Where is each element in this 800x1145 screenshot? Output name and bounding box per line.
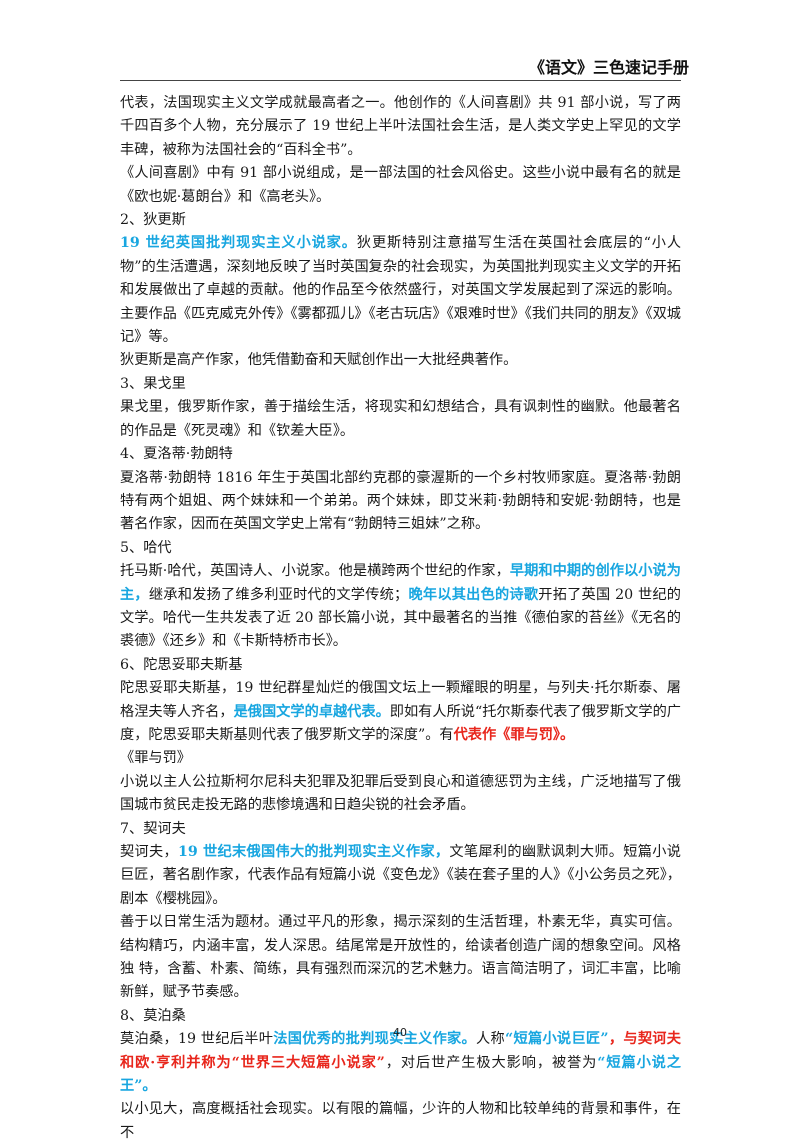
text-run: 即如有人所说“托尔斯泰代表了俄罗斯文学的广度，陀思妥耶夫斯基则代表了俄罗斯文学的… <box>120 703 681 743</box>
text-run: 狄更斯是高产作家，他凭借勤奋和天赋创作出一大批经典著作。 <box>120 352 518 369</box>
paragraph: 代表，法国现实主义文学成就最高者之一。他创作的《人间喜剧》共 91 部小说，写了… <box>120 92 681 162</box>
text-run: 果戈里，俄罗斯作家，善于描绘生活，将现实和幻想结合，具有讽刺性的幽默。他最著名的… <box>120 399 681 439</box>
paragraph: 小说以主人公拉斯柯尔尼科夫犯罪及犯罪后受到良心和道德惩罚为主线，广泛地描写了俄国… <box>120 771 681 818</box>
highlight-blue: 晚年以其出色的诗歌 <box>408 586 539 603</box>
header-divider <box>120 80 681 81</box>
paragraph: 5、哈代 <box>120 537 681 560</box>
paragraph: 19 世纪英国批判现实主义小说家。狄更斯特别注意描写生活在英国社会底层的“小人物… <box>120 232 681 349</box>
paragraph: 《罪与罚》 <box>120 747 681 770</box>
text-run: 莫泊桑，19 世纪后半叶 <box>120 1031 274 1048</box>
paragraph: 《人间喜剧》中有 91 部小说组成，是一部法国的社会风俗史。这些小说中最有名的就… <box>120 162 681 209</box>
text-run: 8、莫泊桑 <box>120 1007 186 1024</box>
paragraph: 2、狄更斯 <box>120 209 681 232</box>
text-run: 继承和发扬了维多利亚时代的文学传统； <box>148 586 409 603</box>
text-run: 以小见大，高度概括社会现实。以有限的篇幅，少许的人物和比较单纯的背景和事件，在不 <box>120 1101 681 1141</box>
highlight-red: ，与契诃夫和欧·亨利并称为“世界三大短篇小说家” <box>120 1031 681 1071</box>
paragraph: 莫泊桑，19 世纪后半叶法国优秀的批判现实主义作家。人称“短篇小说巨匠”，与契诃… <box>120 1028 681 1098</box>
paragraph: 善于以日常生活为题材。通过平凡的形象，揭示深刻的生活哲理，朴素无华，真实可信。结… <box>120 911 681 1005</box>
page-body: 代表，法国现实主义文学成就最高者之一。他创作的《人间喜剧》共 91 部小说，写了… <box>120 92 681 1145</box>
highlight-blue: 是俄国文学的卓越代表。 <box>233 703 390 720</box>
text-run: 善于以日常生活为题材。通过平凡的形象，揭示深刻的生活哲理，朴素无华，真实可信。结… <box>120 914 681 1001</box>
text-run: 陀思妥耶夫斯基，19 世纪群星灿烂的俄国文坛上一颗耀眼的明星，与列夫·托尔斯泰、… <box>120 680 681 720</box>
highlight-blue: “短篇小说巨匠” <box>505 1031 609 1048</box>
highlight-blue: 19 世纪英国批判现实主义小说家。 <box>120 235 357 252</box>
paragraph: 3、果戈里 <box>120 373 681 396</box>
paragraph: 托马斯·哈代，英国诗人、小说家。他是横跨两个世纪的作家，早期和中期的创作以小说为… <box>120 560 681 654</box>
text-run: 3、果戈里 <box>120 375 186 392</box>
text-run: 托马斯·哈代，英国诗人、小说家。他是横跨两个世纪的作家， <box>120 563 510 580</box>
paragraph: 以小见大，高度概括社会现实。以有限的篇幅，少许的人物和比较单纯的背景和事件，在不 <box>120 1098 681 1145</box>
paragraph: 陀思妥耶夫斯基，19 世纪群星灿烂的俄国文坛上一颗耀眼的明星，与列夫·托尔斯泰、… <box>120 677 681 747</box>
header-title: 《语文》三色速记手册 <box>528 58 689 77</box>
text-run: 人称 <box>476 1031 506 1048</box>
highlight-blue: 19 世纪末俄国伟大的批判现实主义作家， <box>177 844 450 860</box>
paragraph: 8、莫泊桑 <box>120 1005 681 1028</box>
text-run: 《罪与罚》 <box>120 750 191 767</box>
highlight-blue: “短篇小说之王”。 <box>120 1054 681 1095</box>
text-run: ，对后世产生极大影响，被誉为 <box>384 1054 598 1071</box>
text-run: 2、狄更斯 <box>120 212 186 229</box>
highlight-blue: 法国优秀的批判现实主义作家。 <box>273 1031 477 1048</box>
paragraph: 7、契诃夫 <box>120 818 681 841</box>
text-run: 《人间喜剧》中有 91 部小说组成，是一部法国的社会风俗史。这些小说中最有名的就… <box>120 165 681 205</box>
text-run: 夏洛蒂·勃朗特 1816 年生于英国北部约克郡的豪渥斯的一个乡村牧师家庭。夏洛蒂… <box>120 469 681 533</box>
paragraph: 契诃夫，19 世纪末俄国伟大的批判现实主义作家，文笔犀利的幽默讽刺大师。短篇小说… <box>120 841 681 911</box>
highlight-red: 代表作《罪与罚》。 <box>453 726 575 743</box>
paragraph: 6、陀思妥耶夫斯基 <box>120 654 681 677</box>
paragraph: 果戈里，俄罗斯作家，善于描绘生活，将现实和幻想结合，具有讽刺性的幽默。他最著名的… <box>120 396 681 443</box>
text-run: 狄更斯特别注意描写生活在英国社会底层的“小人物”的生活遭遇，深刻地反映了当时英国… <box>120 235 682 346</box>
paragraph: 夏洛蒂·勃朗特 1816 年生于英国北部约克郡的豪渥斯的一个乡村牧师家庭。夏洛蒂… <box>120 467 681 537</box>
text-run: 代表，法国现实主义文学成就最高者之一。他创作的《人间喜剧》共 91 部小说，写了… <box>120 95 681 158</box>
paragraph: 4、夏洛蒂·勃朗特 <box>120 443 681 466</box>
page-number: 40 <box>393 1026 407 1039</box>
paragraph: 狄更斯是高产作家，他凭借勤奋和天赋创作出一大批经典著作。 <box>120 349 681 372</box>
text-run: 5、哈代 <box>120 539 172 556</box>
text-run: 开拓了英国 20 世纪的文学。哈代一生共发表了近 20 部长篇小说，其中最著名的… <box>120 586 681 650</box>
text-run: 7、契诃夫 <box>120 820 186 837</box>
highlight-blue: 早期和中期的创作以小说为主， <box>120 563 681 603</box>
text-run: 小说以主人公拉斯柯尔尼科夫犯罪及犯罪后受到良心和道德惩罚为主线，广泛地描写了俄国… <box>120 773 681 814</box>
text-run: 6、陀思妥耶夫斯基 <box>120 656 243 673</box>
text-run: 4、夏洛蒂·勃朗特 <box>120 446 233 463</box>
text-run: 契诃夫， <box>120 844 178 860</box>
text-run: 文笔犀利的幽默讽刺大师。短篇小说巨匠，著名剧作家，代表作品有短篇小说《变色龙》《… <box>120 844 681 907</box>
